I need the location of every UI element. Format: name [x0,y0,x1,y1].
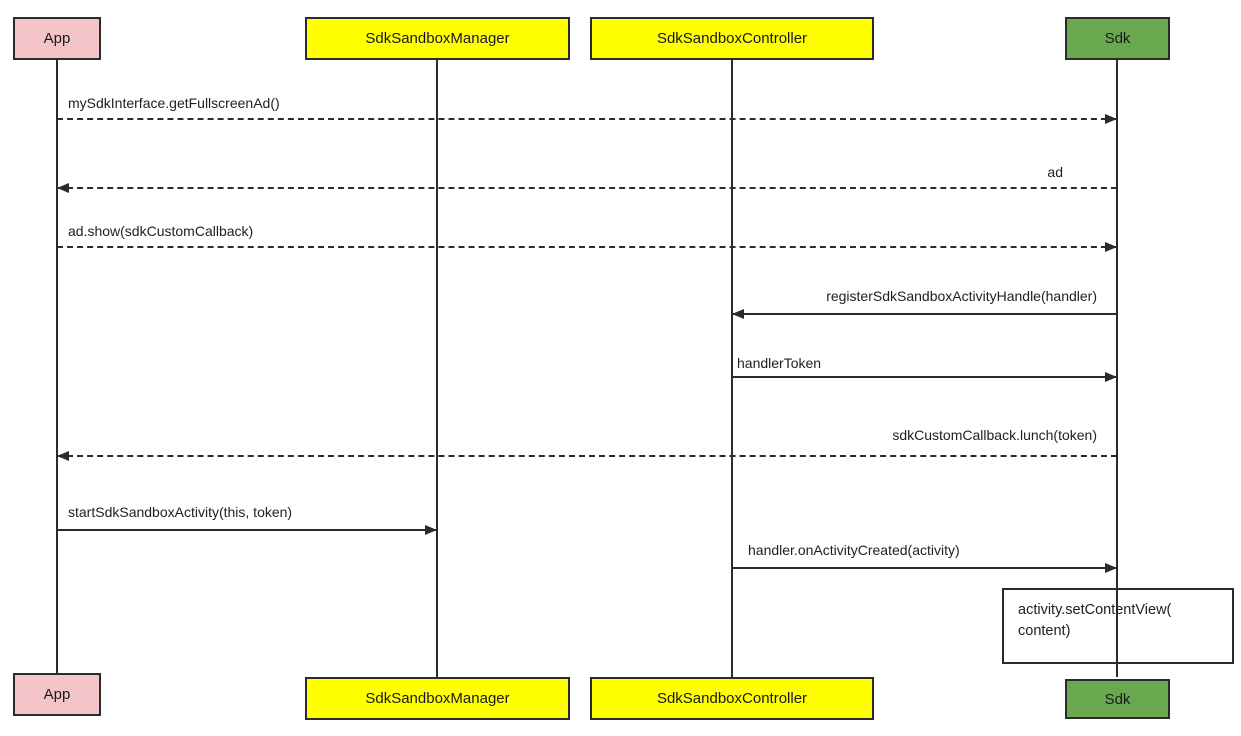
message-line [57,246,1117,248]
message-line [57,118,1117,120]
arrowhead-icon [1105,242,1117,252]
actor-label: App [43,686,71,703]
message-label: startSdkSandboxActivity(this, token) [68,504,293,520]
message-line [57,187,1117,189]
lifeline-controller [731,60,733,677]
actor-box-app-top: App [13,17,101,60]
actor-label: SdkSandboxController [656,690,808,707]
actor-box-manager-top: SdkSandboxManager [305,17,570,60]
arrowhead-icon [425,525,437,535]
arrowhead-icon [732,309,744,319]
actor-label: Sdk [1104,30,1131,47]
arrowhead-icon [57,183,69,193]
message-line [732,567,1117,569]
actor-label: SdkSandboxController [656,30,808,47]
lifeline-app [56,60,58,677]
lifeline-manager [436,60,438,677]
actor-box-sdk-top: Sdk [1065,17,1170,60]
actor-box-app-bottom: App [13,673,101,716]
actor-label: App [43,30,71,47]
message-label: handlerToken [737,355,822,371]
message-label: mySdkInterface.getFullscreenAd() [68,95,280,111]
message-line [732,313,1117,315]
message-line [57,455,1117,457]
arrowhead-icon [57,451,69,461]
message-line [732,376,1117,378]
actor-box-controller-bottom: SdkSandboxController [590,677,874,720]
note-box: activity.setContentView( content) [1002,588,1234,664]
actor-label: SdkSandboxManager [365,690,510,707]
actor-label: Sdk [1104,690,1131,708]
message-line [57,529,437,531]
message-label: sdkCustomCallback.lunch(token) [892,427,1097,443]
actor-box-controller-top: SdkSandboxController [590,17,874,60]
arrowhead-icon [1105,114,1117,124]
note-text-line1: activity.setContentView( [1018,602,1172,618]
message-label: ad [1047,164,1063,180]
lifeline-sdk [1116,60,1118,677]
message-label: registerSdkSandboxActivityHandle(handler… [826,288,1097,304]
actor-label: SdkSandboxManager [365,30,510,47]
message-label: ad.show(sdkCustomCallback) [68,223,254,239]
note-text-line2: content) [1018,623,1071,639]
message-label: handler.onActivityCreated(activity) [748,542,960,558]
actor-box-sdk-bottom: Sdk [1065,679,1170,719]
arrowhead-icon [1105,372,1117,382]
arrowhead-icon [1105,563,1117,573]
actor-box-manager-bottom: SdkSandboxManager [305,677,570,720]
